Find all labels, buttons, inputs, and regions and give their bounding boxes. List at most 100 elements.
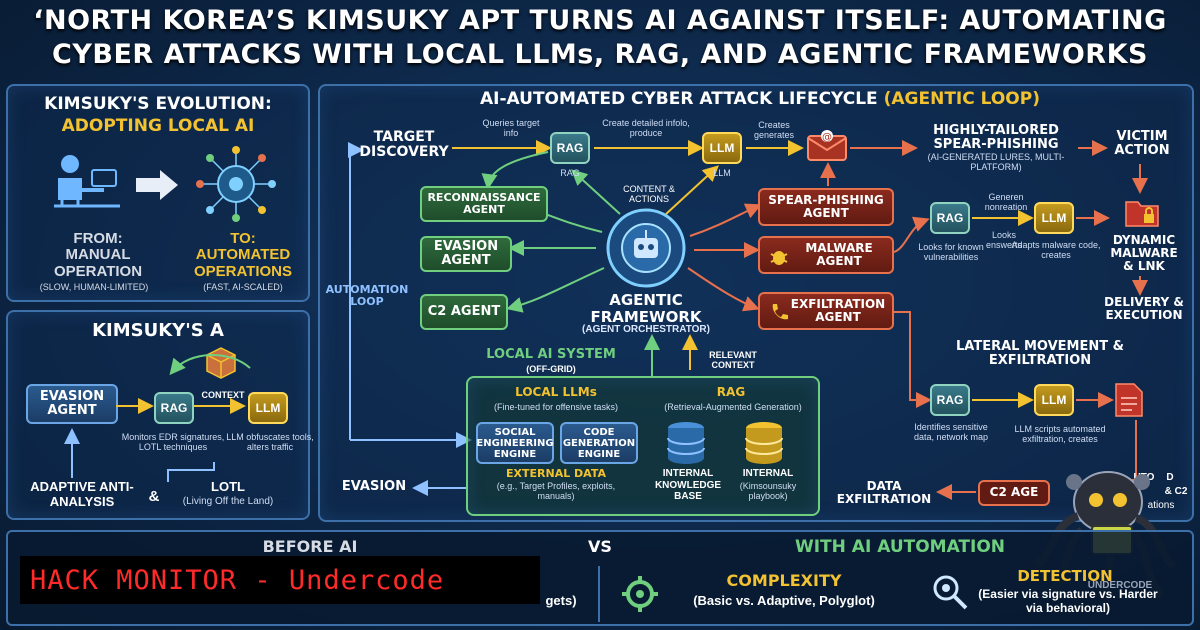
llm-node-exfil: LLM <box>1034 384 1074 416</box>
kimsuky-a-title: KIMSUKY'S A <box>92 320 224 341</box>
rag-box-title: RAG <box>716 385 746 399</box>
title-line-1: ‘NORTH KOREA’S KIMSUKY APT TURNS AI AGAI… <box>33 5 1167 36</box>
framework-title: AGENTIC FRAMEWORK <box>590 291 702 326</box>
title-line-2: CYBER ATTACKS WITH LOCAL LLMs, RAG, AND … <box>52 39 1148 70</box>
victim-action-label: VICTIM ACTION <box>1114 129 1170 159</box>
create-detailed-note: Create detailed infolo, produce <box>602 118 690 139</box>
automation-loop-label: AUTOMATION LOOP <box>325 283 409 309</box>
relevant-context-note: RELEVANT CONTEXT <box>709 350 757 371</box>
lateral-label: LATERAL MOVEMENT & EXFILTRATION <box>956 339 1124 369</box>
from-note: (SLOW, HUMAN-LIMITED) <box>39 282 149 292</box>
internal-label: INTERNAL <box>742 468 794 479</box>
malware-agent-label: MALWARE AGENT <box>805 240 873 268</box>
target-discovery-label: TARGET DISCOVERY <box>359 129 449 161</box>
lifecycle-title: AI-AUTOMATED CYBER ATTACK LIFECYCLE (AGE… <box>330 90 1190 109</box>
dynamic-malware-label: DYNAMIC MALWARE & LNK <box>1110 233 1178 274</box>
rag-box-note: (Retrieval-Augmented Generation) <box>664 402 802 412</box>
envelope-icon: @ <box>807 130 847 161</box>
cut-text-3: & C2 <box>1164 486 1188 497</box>
document-icon <box>1115 383 1143 417</box>
from-value: MANUAL OPERATION <box>53 246 143 281</box>
adaptive-label: ADAPTIVE ANTI-ANALYSIS <box>30 479 134 509</box>
external-data-note: (e.g., Target Profiles, exploits, manual… <box>496 481 616 502</box>
looks-known-note: Looks for known vulnerabilities <box>918 242 984 263</box>
exfil-agent-label: EXFILTRATION AGENT <box>790 296 886 324</box>
llm-under-label: LLM <box>713 168 731 178</box>
bottom-divider <box>598 566 600 622</box>
from-label: FROM: <box>73 230 123 247</box>
data-exfil-label: DATA EXFILTRATION <box>836 479 932 507</box>
detection-note: (Easier via signature vs. Harder via beh… <box>978 587 1158 615</box>
generen-note: Generen nonreation <box>984 192 1028 213</box>
kimsuky-llm-node: LLM <box>248 392 288 424</box>
evasion-agent-box: EVASION AGENT <box>420 236 512 272</box>
lotl-note: (Living Off the Land) <box>182 496 274 507</box>
code-gen-engine: CODE GENERATION ENGINE <box>560 422 638 464</box>
person-at-desk-icon <box>54 155 120 208</box>
c2-agent-box: C2 AGENT <box>420 294 508 330</box>
delivery-label: DELIVERY & EXECUTION <box>1104 295 1184 323</box>
spear-phishing-note: (AI-GENERATED LURES, MULTI-PLATFORM) <box>927 152 1065 173</box>
hack-monitor-banner: HACK MONITOR - Undercode <box>20 556 540 604</box>
adapts-note: Adapts malware code, creates <box>1011 240 1101 261</box>
kimsuky-evasion-agent: EVASION AGENT <box>26 384 118 424</box>
gear-network-icon <box>196 146 276 222</box>
framework-note: (AGENT ORCHESTRATOR) <box>582 324 710 335</box>
off-grid-note: (OFF-GRID) <box>526 364 576 374</box>
evolution-title-1: KIMSUKY'S EVOLUTION: <box>44 94 272 114</box>
creates-generates-note: Creates generates <box>753 120 795 141</box>
evasion-label: EVASION <box>341 479 407 494</box>
cut-text-2: D <box>1166 472 1174 483</box>
spear-phishing-agent-box: SPEAR-PHISHING AGENT <box>758 188 894 226</box>
external-data-title: EXTERNAL DATA <box>506 467 606 480</box>
to-value: AUTOMATED OPERATIONS <box>193 246 293 281</box>
local-ai-title: LOCAL AI SYSTEM <box>486 347 616 362</box>
bug-icon <box>770 251 788 265</box>
internal-kb-label: INTERNAL KNOWLEDGE BASE <box>654 468 722 502</box>
before-ai-label: BEFORE AI <box>262 537 358 556</box>
local-llms-note: (Fine-tuned for offensive tasks) <box>494 402 618 412</box>
cut-text-5: ations <box>1147 500 1175 511</box>
evolution-panel: KIMSUKY'S EVOLUTION: ADOPTING LOCAL AI F… <box>6 84 310 302</box>
with-ai-label: WITH AI AUTOMATION <box>794 537 1006 557</box>
recon-agent-box: RECONNAISSANCE AGENT <box>420 186 548 222</box>
before-note: gets) <box>545 593 577 608</box>
to-note: (FAST, AI-SCALED) <box>203 282 283 292</box>
social-eng-engine: SOCIAL ENGINEERING ENGINE <box>476 422 554 464</box>
kimsuky-rag-note: Monitors EDR signatures, LOTL techniques <box>121 432 225 453</box>
looks-answers-note: Looks enswerts <box>985 230 1022 251</box>
folder-lock-icon <box>1125 201 1159 227</box>
rag-node-exfil: RAG <box>930 384 970 416</box>
database-icon <box>745 422 783 464</box>
magnifier-icon <box>933 575 968 610</box>
local-llms-title: LOCAL LLMs <box>515 385 597 399</box>
llm-node-top: LLM <box>702 132 742 164</box>
lotl-label: LOTL <box>211 479 245 494</box>
gear-icon <box>622 576 658 612</box>
arrow-right-icon <box>136 170 178 200</box>
llm-scripts-note: LLM scripts automated exfiltration, crea… <box>1014 424 1106 445</box>
watermark-label: UNDERCODE <box>1087 580 1153 591</box>
rag-node-top: RAG <box>550 132 590 164</box>
kimsuky-llm-note: LLM obfuscates tools, alters traffic <box>226 432 314 453</box>
identifies-note: Identifies sensitive data, network map <box>913 422 989 443</box>
exfil-agent-box: EXFILTRATION AGENT <box>758 292 894 330</box>
database-icon <box>667 422 705 464</box>
kimsuky-a-panel: KIMSUKY'S A CONTEXT EVASION AGENT RAG LL… <box>6 310 314 520</box>
to-label: TO: <box>230 230 256 247</box>
page-title: ‘NORTH KOREA’S KIMSUKY APT TURNS AI AGAI… <box>0 4 1200 72</box>
complexity-note: (Basic vs. Adaptive, Polyglot) <box>693 593 875 608</box>
svg-text:@: @ <box>822 132 832 143</box>
internal-note: (Kimsounsuky playbook) <box>739 481 797 502</box>
vs-label: VS <box>588 537 612 556</box>
context-label: CONTEXT <box>201 390 245 400</box>
spear-phishing-title: HIGHLY-TAILORED SPEAR-PHISHING <box>933 123 1059 153</box>
amp-label: & <box>148 488 160 505</box>
framework-gear-icon <box>606 208 686 288</box>
rag-under-label: RAG <box>560 168 580 178</box>
malware-agent-box: MALWARE AGENT <box>758 236 894 274</box>
lifecycle-title-main: AI-AUTOMATED CYBER ATTACK LIFECYCLE <box>479 89 884 109</box>
llm-node-malware: LLM <box>1034 202 1074 234</box>
evolution-title-2: ADOPTING LOCAL AI <box>61 116 255 136</box>
